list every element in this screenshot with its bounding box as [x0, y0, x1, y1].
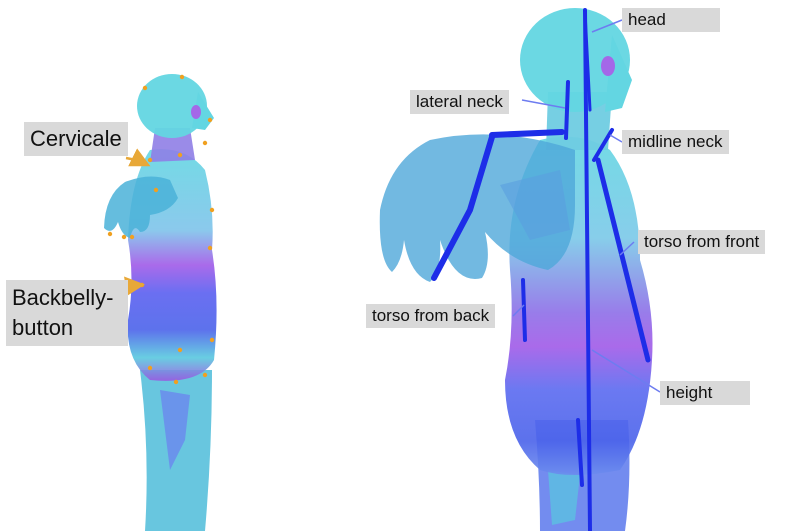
height-text: height [666, 383, 712, 403]
left-ear [191, 105, 201, 119]
torso-from-back-label: torso from back [366, 304, 495, 328]
head-label: head [622, 8, 720, 32]
midline-neck-text: midline neck [628, 132, 723, 152]
head-text: head [628, 10, 666, 30]
right-leg-texture [548, 470, 580, 525]
cervicale-arrow [126, 158, 146, 164]
shoulder-line [492, 132, 562, 135]
backbelly-text-line1: Backbelly- [12, 283, 113, 313]
cervicale-text: Cervicale [30, 126, 122, 152]
cervicale-label: Cervicale [24, 122, 128, 156]
midline-neck-label: midline neck [622, 130, 729, 154]
torso-back-line [523, 280, 525, 340]
lateral-neck-line [566, 82, 568, 138]
torso-front-text: torso from front [644, 232, 759, 252]
right-body-model [380, 8, 660, 531]
right-ear [601, 56, 615, 76]
torso-from-front-label: torso from front [638, 230, 765, 254]
lateral-neck-label: lateral neck [410, 90, 509, 114]
height-label: height [660, 381, 750, 405]
backbelly-text-line2: button [12, 313, 73, 343]
torso-back-text: torso from back [372, 306, 489, 326]
lateral-neck-text: lateral neck [416, 92, 503, 112]
backbelly-button-label: Backbelly- button [6, 280, 128, 346]
